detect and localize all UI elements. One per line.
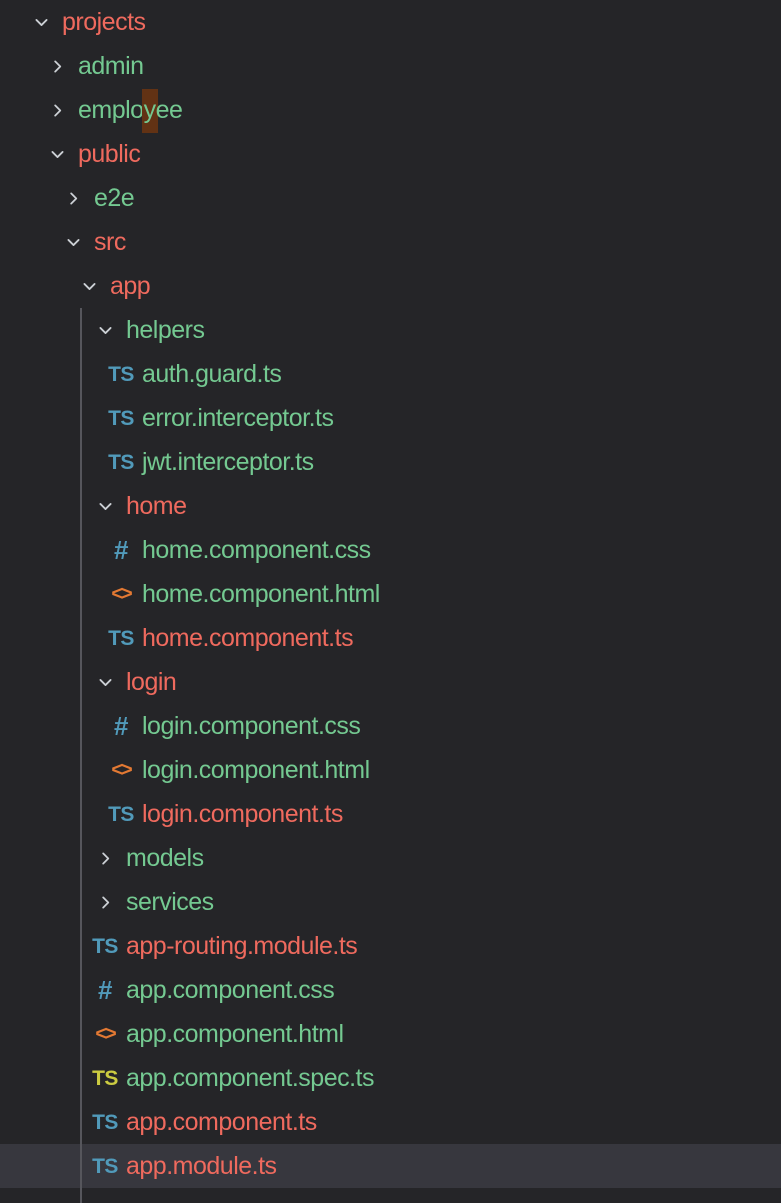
tree-file-home-component-css[interactable]: # home.component.css <box>0 528 781 572</box>
tree-folder-e2e[interactable]: e2e <box>0 176 781 220</box>
chevron-down-icon[interactable] <box>44 140 70 168</box>
tree-file-login-component-css[interactable]: # login.component.css <box>0 704 781 748</box>
tree-file-app-component-spec-ts[interactable]: TS app.component.spec.ts <box>0 1056 781 1100</box>
tree-folder-helpers[interactable]: helpers <box>0 308 781 352</box>
html-file-icon: <> <box>111 583 132 605</box>
chevron-down-icon[interactable] <box>92 316 118 344</box>
typescript-file-icon: TS <box>108 450 134 474</box>
item-label: admin <box>78 52 144 80</box>
item-label: home.component.ts <box>142 624 354 652</box>
item-label: app-routing.module.ts <box>126 932 358 960</box>
chevron-down-icon[interactable] <box>76 272 102 300</box>
typescript-file-icon: TS <box>92 1110 118 1134</box>
chevron-down-icon[interactable] <box>28 8 54 36</box>
tree-file-home-component-html[interactable]: <> home.component.html <box>0 572 781 616</box>
typescript-file-icon: TS <box>92 1154 118 1178</box>
chevron-down-icon[interactable] <box>92 492 118 520</box>
tree-file-login-component-ts[interactable]: TS login.component.ts <box>0 792 781 836</box>
tree-folder-employee[interactable]: employee <box>0 88 781 133</box>
chevron-right-icon[interactable] <box>92 888 118 916</box>
chevron-down-icon[interactable] <box>60 228 86 256</box>
typescript-file-icon: TS <box>108 626 134 650</box>
typescript-file-icon: TS <box>108 802 134 826</box>
tree-folder-app[interactable]: app <box>0 264 781 308</box>
tree-file-auth-guard-ts[interactable]: TS auth.guard.ts <box>0 352 781 396</box>
item-label: home.component.html <box>142 580 380 608</box>
item-label: src <box>94 228 126 256</box>
tree-file-home-component-ts[interactable]: TS home.component.ts <box>0 616 781 660</box>
chevron-down-icon[interactable] <box>92 668 118 696</box>
tree-file-app-component-css[interactable]: # app.component.css <box>0 968 781 1012</box>
tree-folder-home[interactable]: home <box>0 484 781 528</box>
tree-folder-login[interactable]: login <box>0 660 781 704</box>
item-label: auth.guard.ts <box>142 360 282 388</box>
tree-file-jwt-interceptor-ts[interactable]: TS jwt.interceptor.ts <box>0 440 781 484</box>
css-file-icon: # <box>98 975 112 1005</box>
item-label: projects <box>62 8 146 36</box>
css-file-icon: # <box>114 711 128 741</box>
tree-file-login-component-html[interactable]: <> login.component.html <box>0 748 781 792</box>
html-file-icon: <> <box>95 1023 116 1045</box>
chevron-right-icon[interactable] <box>44 52 70 80</box>
item-label: login.component.html <box>142 756 370 784</box>
item-label: error.interceptor.ts <box>142 404 334 432</box>
item-label: login.component.css <box>142 712 361 740</box>
item-label: home <box>126 492 187 520</box>
item-label: home.component.css <box>142 536 371 564</box>
tree-file-app-component-ts[interactable]: TS app.component.ts <box>0 1100 781 1144</box>
tree-folder-services[interactable]: services <box>0 880 781 924</box>
css-file-icon: # <box>114 535 128 565</box>
item-label: e2e <box>94 184 135 212</box>
item-label: app.component.html <box>126 1020 344 1048</box>
item-label: app <box>110 272 151 300</box>
item-label: app.module.ts <box>126 1152 277 1180</box>
tree-folder-admin[interactable]: admin <box>0 44 781 88</box>
item-label: login <box>126 668 177 696</box>
tree-folder-src[interactable]: src <box>0 220 781 264</box>
chevron-right-icon[interactable] <box>44 96 70 124</box>
typescript-file-icon: TS <box>92 934 118 958</box>
item-label: jwt.interceptor.ts <box>142 448 314 476</box>
typescript-file-icon: TS <box>108 406 134 430</box>
label-text: emplo <box>78 96 144 124</box>
item-label: app.component.css <box>126 976 335 1004</box>
tree-folder-models[interactable]: models <box>0 836 781 880</box>
filter-match-highlight: y <box>141 89 158 133</box>
tree-file-error-interceptor-ts[interactable]: TS error.interceptor.ts <box>0 396 781 440</box>
tree-file-app-module-ts[interactable]: TS app.module.ts <box>0 1144 781 1188</box>
item-label: login.component.ts <box>142 800 343 828</box>
chevron-right-icon[interactable] <box>60 184 86 212</box>
item-label: models <box>126 844 204 872</box>
item-label: services <box>126 888 214 916</box>
tree-file-app-routing-module-ts[interactable]: TS app-routing.module.ts <box>0 924 781 968</box>
item-label: public <box>78 140 141 168</box>
tree-file-app-component-html[interactable]: <> app.component.html <box>0 1012 781 1056</box>
tree-folder-projects[interactable]: projects <box>0 0 781 44</box>
html-file-icon: <> <box>111 759 132 781</box>
item-label: app.component.spec.ts <box>126 1064 375 1092</box>
chevron-right-icon[interactable] <box>92 844 118 872</box>
typescript-spec-file-icon: TS <box>92 1066 118 1090</box>
tree-folder-public[interactable]: public <box>0 132 781 176</box>
item-label: helpers <box>126 316 205 344</box>
label-text: ee <box>155 96 183 124</box>
item-label: employee <box>78 88 183 133</box>
typescript-file-icon: TS <box>108 362 134 386</box>
item-label: app.component.ts <box>126 1108 317 1136</box>
